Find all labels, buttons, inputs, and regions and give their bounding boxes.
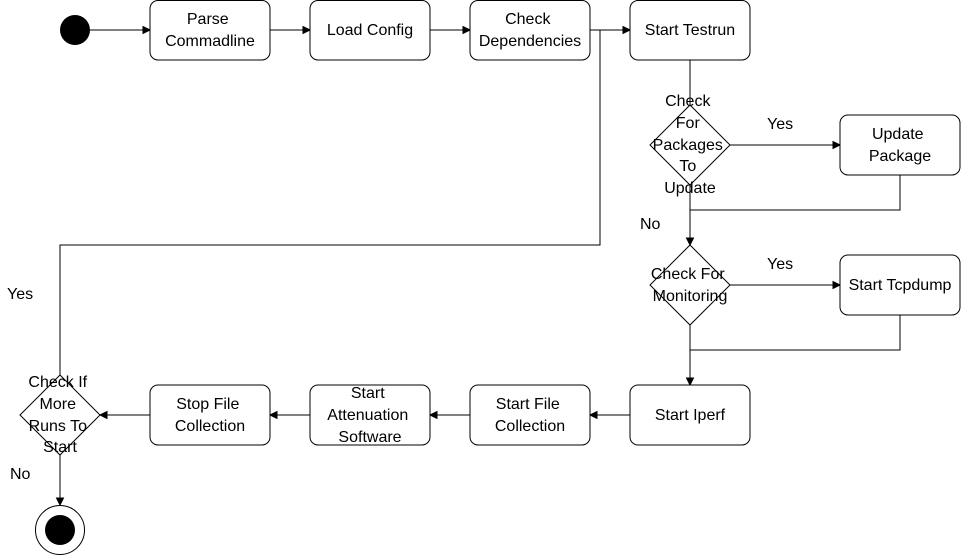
arrowhead xyxy=(302,25,312,35)
edge-label-monitoring-yes: Yes xyxy=(767,256,793,273)
node-label: Parse Commadline xyxy=(165,11,255,50)
action-start-testrun: Start Testrun xyxy=(629,0,751,61)
node-label: Check If More Runs To Start xyxy=(28,374,91,456)
arrowhead xyxy=(685,237,695,247)
arrowhead xyxy=(268,410,278,420)
node-label: Update Package xyxy=(869,126,931,165)
action-update-package: Update Package xyxy=(839,114,961,176)
edge-label-more-runs-no: No xyxy=(10,466,31,483)
node-label: Load Config xyxy=(327,22,413,39)
node-label: Check For Monitoring xyxy=(651,266,729,305)
arrowhead xyxy=(428,410,438,420)
edge-update-merge xyxy=(690,175,901,211)
edge-more-runs-yes-loop xyxy=(59,30,601,375)
edge-label-more-runs-yes: Yes xyxy=(7,286,33,303)
node-label: Stop File Collection xyxy=(175,396,245,435)
action-start-iperf: Start Iperf xyxy=(629,384,751,446)
arrowhead xyxy=(832,280,842,290)
decision-check-packages: Check For Packages To Update xyxy=(649,93,731,197)
arrowhead xyxy=(462,25,472,35)
node-label: Start Tcpdump xyxy=(849,277,952,294)
initial-node xyxy=(60,15,90,45)
action-check-dependencies: Check Dependencies xyxy=(469,0,591,61)
action-start-attenuation-software: Start Attenuation Software xyxy=(309,384,431,446)
decision-check-monitoring: Check For Monitoring xyxy=(649,244,731,326)
decision-check-more-runs: Check If More Runs To Start xyxy=(19,374,101,456)
arrowhead xyxy=(55,497,65,507)
node-label: Start Testrun xyxy=(645,22,735,39)
arrowhead xyxy=(832,140,842,150)
final-node xyxy=(35,505,85,555)
action-start-tcpdump: Start Tcpdump xyxy=(839,254,961,316)
arrowhead xyxy=(622,25,632,35)
node-label: Check Dependencies xyxy=(479,11,581,50)
node-label: Check For Packages To Update xyxy=(653,93,728,197)
arrowhead xyxy=(98,410,108,420)
action-load-config: Load Config xyxy=(309,0,431,61)
node-label: Start Attenuation Software xyxy=(327,385,412,446)
edges xyxy=(55,25,901,507)
edge-label-packages-yes: Yes xyxy=(767,116,793,133)
arrowhead xyxy=(142,25,152,35)
arrowhead xyxy=(588,410,598,420)
arrowhead xyxy=(685,377,695,387)
action-start-file-collection: Start File Collection xyxy=(469,384,591,446)
action-parse-commandline: Parse Commadline xyxy=(149,0,271,61)
node-label: Start File Collection xyxy=(495,396,565,435)
edge-label-packages-no: No xyxy=(640,216,661,233)
action-stop-file-collection: Stop File Collection xyxy=(149,384,271,446)
edge-tcpdump-merge xyxy=(690,315,901,351)
node-label: Start Iperf xyxy=(655,407,726,424)
